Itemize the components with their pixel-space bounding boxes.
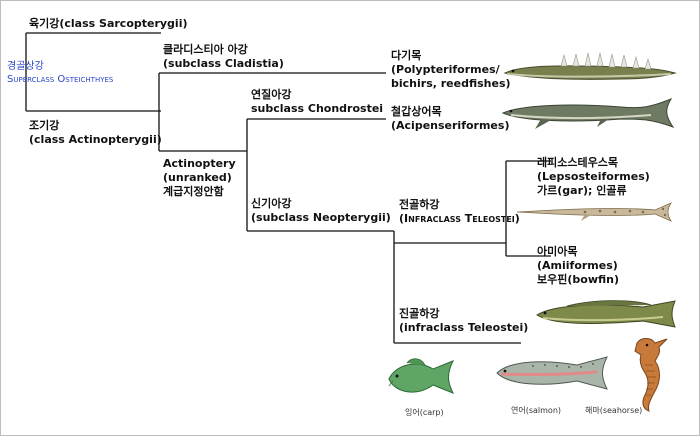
label-actinopterygii: 조기강 (class Actinopterygii) — [29, 119, 162, 147]
chondrostei-korean: 연질아강 — [251, 88, 292, 101]
lepisosteiformes-latin: (Lepsosteiformes) — [537, 170, 650, 183]
actinopterygii-latin: (class Actinopterygii) — [29, 133, 162, 146]
label-cladistia: 클라디스티아 아강 (subclass Cladistia) — [163, 43, 284, 71]
label-sarcopterygii: 육기강(class Sarcopterygii) — [29, 17, 188, 31]
label-infraclass-upper: 전골하강 (Infraclass Teleostei) — [399, 198, 520, 226]
sturgeon-illustration — [501, 97, 675, 129]
infraclass-latin: (Infraclass Teleostei) — [399, 212, 520, 225]
bowfin-illustration — [536, 300, 676, 328]
polypteriformes-korean: 다기목 — [391, 49, 422, 62]
cladistia-latin: (subclass Cladistia) — [163, 57, 284, 70]
label-chondrostei: 연질아강 subclass Chondrostei — [251, 88, 383, 116]
gar-illustration — [516, 202, 673, 222]
bichir-illustration — [503, 52, 677, 80]
label-polypteriformes: 다기목 (Polypteriformes/ bichirs, reedfishe… — [391, 49, 511, 91]
actinoptery-latin: Actinoptery — [163, 157, 236, 170]
amiiformes-common: 보우핀(bowfin) — [537, 273, 619, 286]
label-acipenseriformes: 철갑상어목 (Acipenseriformes) — [391, 105, 509, 133]
actinopterygii-korean: 조기강 — [29, 119, 60, 132]
lepisosteiformes-korean: 레피소스테우스목 — [537, 156, 618, 169]
osteichthyes-korean: 경골상강 — [7, 61, 44, 72]
polypteriformes-common: bichirs, reedfishes) — [391, 77, 511, 90]
caption-carp: 잉어(carp) — [405, 408, 444, 417]
neopterygii-korean: 신기아강 — [251, 197, 292, 210]
cladistia-korean: 클라디스티아 아강 — [163, 43, 248, 56]
seahorse-illustration — [634, 338, 668, 412]
salmon-illustration — [496, 356, 608, 390]
label-actinoptery: Actinoptery (unranked) 계급지정안함 — [163, 157, 236, 199]
acipenseriformes-latin: (Acipenseriformes) — [391, 119, 510, 132]
sarcopterygii-text: 육기강(class Sarcopterygii) — [29, 17, 188, 30]
amiiformes-latin: (Amiiformes) — [537, 259, 618, 272]
carp-illustration — [388, 358, 455, 394]
acipenseriformes-korean: 철갑상어목 — [391, 105, 442, 118]
actinoptery-korean: 계급지정안함 — [163, 185, 224, 198]
label-amiiformes: 아미아목 (Amiiformes) 보우핀(bowfin) — [537, 245, 619, 287]
teleostei-latin: (infraclass Teleostei) — [399, 321, 529, 334]
amiiformes-korean: 아미아목 — [537, 245, 578, 258]
infraclass-korean: 전골하강 — [399, 198, 440, 211]
caption-seahorse: 해마(seahorse) — [585, 406, 643, 415]
teleostei-korean: 진골하강 — [399, 307, 440, 320]
osteichthyes-latin: Superclass Osteichthyes — [7, 74, 114, 85]
actinoptery-rank: (unranked) — [163, 171, 232, 184]
polypteriformes-latin: (Polypteriformes/ — [391, 63, 500, 76]
label-osteichthyes: 경골상강 Superclass Osteichthyes — [7, 60, 113, 86]
neopterygii-latin: (subclass Neopterygii) — [251, 211, 391, 224]
caption-salmon: 연어(salmon) — [511, 406, 562, 415]
label-lepisosteiformes: 레피소스테우스목 (Lepsosteiformes) 가르(gar); 인골류 — [537, 156, 650, 198]
label-teleostei: 진골하강 (infraclass Teleostei) — [399, 307, 528, 335]
lepisosteiformes-common: 가르(gar); 인골류 — [537, 184, 627, 197]
label-neopterygii: 신기아강 (subclass Neopterygii) — [251, 197, 391, 225]
chondrostei-latin: subclass Chondrostei — [251, 102, 384, 115]
